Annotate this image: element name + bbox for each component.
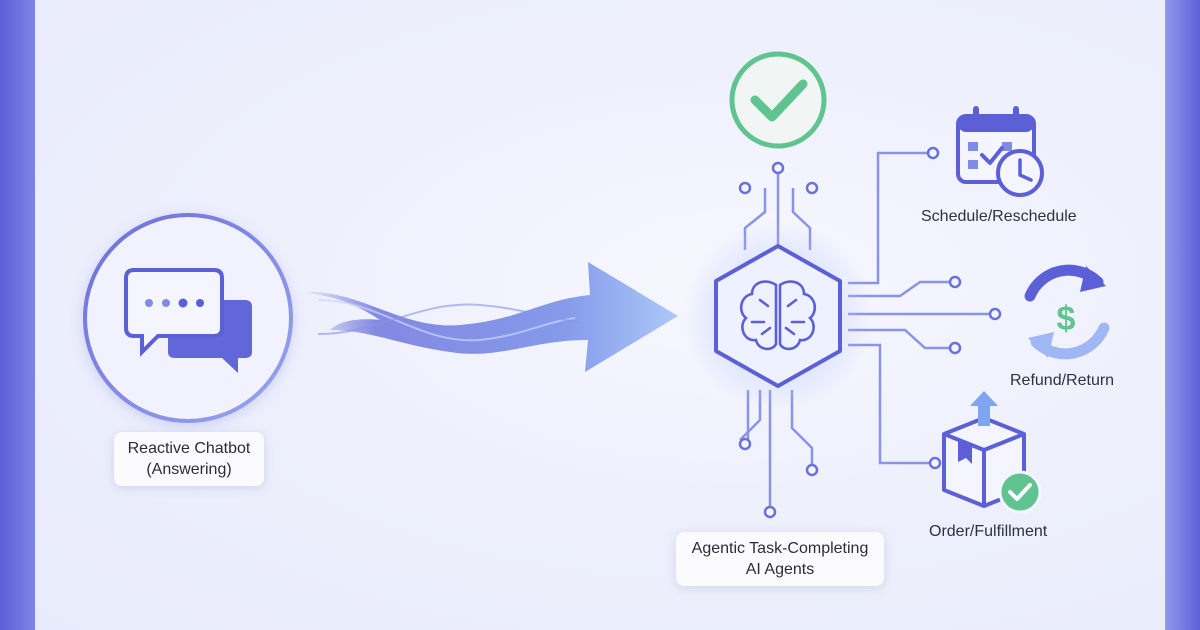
agentic-ai-label: Agentic Task-Completing AI Agents — [676, 532, 884, 586]
task-label-schedule: Schedule/Reschedule — [921, 208, 1077, 225]
agentic-ai-label-line1: Agentic Task-Completing — [691, 540, 869, 557]
circuit-nodes — [738, 146, 1002, 519]
reactive-chatbot-label: Reactive Chatbot (Answering) — [114, 432, 264, 486]
chat-bubbles-icon — [124, 268, 252, 373]
refund-cycle-icon: $ — [1024, 264, 1110, 360]
transition-arrow — [300, 262, 678, 372]
refund-dollar-symbol: $ — [1057, 300, 1076, 338]
agentic-ai-label-line2: AI Agents — [745, 561, 815, 578]
reactive-chatbot-node — [83, 213, 293, 423]
task-label-refund: Refund/Return — [1010, 372, 1115, 389]
package-check-icon — [942, 391, 1042, 514]
agentic-ai-node — [683, 221, 873, 411]
success-check-icon — [729, 51, 827, 149]
reactive-chatbot-label-line1: Reactive Chatbot — [127, 440, 251, 457]
calendar-clock-icon — [956, 106, 1044, 197]
brain-circuit-icon — [739, 280, 817, 351]
task-label-order: Order/Fulfillment — [929, 523, 1048, 540]
reactive-chatbot-label-line2: (Answering) — [146, 461, 232, 478]
